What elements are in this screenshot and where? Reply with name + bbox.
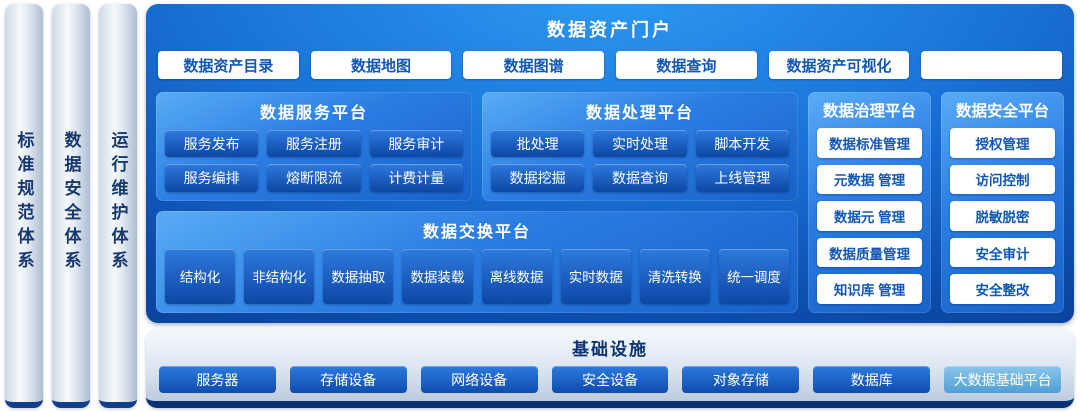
portal-button-catalog[interactable]: 数据资产目录 [158,51,299,79]
exchange-platform-title: 数据交换平台 [422,223,531,241]
service-button-billing[interactable]: 计费计量 [369,164,463,192]
pillar-operations: 运行维护体系 [99,4,137,408]
processing-button-mining[interactable]: 数据挖掘 [491,164,585,192]
processing-button-script-dev[interactable]: 脚本开发 [695,130,789,158]
processing-button-batch[interactable]: 批处理 [491,130,585,158]
exchange-button-row: 结构化 非结构化 数据抽取 数据装载 离线数据 实时数据 清洗转换 统一调度 [165,248,789,304]
infra-button-object-storage[interactable]: 对象存储 [682,366,800,393]
processing-button-query[interactable]: 数据查询 [593,164,687,192]
security-platform-title: 数据安全平台 [955,103,1049,120]
infra-button-network[interactable]: 网络设备 [420,366,538,393]
pillar-security: 数据安全体系 [52,4,90,408]
infrastructure-panel: 基础设施 服务器 存储设备 网络设备 安全设备 对象存储 数据库 大数据基础平台 [146,330,1074,408]
exchange-button-realtime[interactable]: 实时数据 [560,248,631,304]
governance-button-knowledge-base[interactable]: 知识库 管理 [817,274,922,304]
infra-button-security-device[interactable]: 安全设备 [551,366,669,393]
processing-button-launch-mgmt[interactable]: 上线管理 [695,164,789,192]
governance-button-standards[interactable]: 数据标准管理 [817,128,922,158]
portal-button-visualization[interactable]: 数据资产可视化 [768,51,910,79]
infrastructure-title: 基础设施 [572,340,648,359]
main-column: 数据资产门户 数据资产目录 数据地图 数据图谱 数据查询 数据资产可视化 数据服… [146,4,1074,408]
portal-button-data-map[interactable]: 数据地图 [310,51,452,79]
infra-button-database[interactable]: 数据库 [813,366,931,393]
exchange-button-structured[interactable]: 结构化 [165,248,236,304]
pillar-security-label: 数据安全体系 [61,131,81,275]
portal-button-row: 数据资产目录 数据地图 数据图谱 数据查询 数据资产可视化 [158,51,1063,79]
exchange-platform-panel: 数据交换平台 结构化 非结构化 数据抽取 数据装载 离线数据 实时数据 清洗转换… [156,210,798,313]
data-platform-panel: 数据资产门户 数据资产目录 数据地图 数据图谱 数据查询 数据资产可视化 数据服… [146,4,1074,323]
processing-platform-panel: 数据处理平台 批处理 实时处理 脚本开发 数据挖掘 数据查询 上线管理 [482,92,798,201]
service-button-orchestration[interactable]: 服务编排 [165,164,259,192]
service-button-audit[interactable]: 服务审计 [369,130,463,158]
infra-button-storage[interactable]: 存储设备 [289,366,407,393]
top-panel-row: 数据服务平台 服务发布 服务注册 服务审计 服务编排 熔断限流 计费计量 [156,92,798,201]
security-button-masking[interactable]: 脱敏脱密 [950,201,1055,231]
portal-button-empty[interactable] [921,51,1063,79]
service-platform-title: 数据服务平台 [259,105,368,122]
pillar-standards-label: 标准规范体系 [14,131,34,275]
service-button-register[interactable]: 服务注册 [267,130,361,158]
exchange-button-extract[interactable]: 数据抽取 [323,248,394,304]
exchange-button-load[interactable]: 数据装载 [402,248,473,304]
governance-button-metadata[interactable]: 元数据 管理 [817,164,922,195]
security-button-access-control[interactable]: 访问控制 [950,164,1055,195]
security-platform-panel: 数据安全平台 授权管理 访问控制 脱敏脱密 安全审计 安全整改 [941,92,1064,313]
processing-button-row: 数据挖掘 数据查询 上线管理 [491,164,789,192]
exchange-button-scheduling[interactable]: 统一调度 [718,248,789,304]
security-button-audit[interactable]: 安全审计 [950,237,1055,268]
exchange-button-offline[interactable]: 离线数据 [481,248,552,304]
infra-button-server[interactable]: 服务器 [159,366,276,393]
service-platform-panel: 数据服务平台 服务发布 服务注册 服务审计 服务编排 熔断限流 计费计量 [156,92,472,201]
pillar-standards: 标准规范体系 [5,4,43,408]
processing-button-row: 批处理 实时处理 脚本开发 [491,130,789,158]
governance-button-data-element[interactable]: 数据元 管理 [817,201,922,231]
portal-title: 数据资产门户 [547,20,673,40]
pillar-operations-label: 运行维护体系 [108,131,128,275]
exchange-button-cleansing[interactable]: 清洗转换 [639,248,710,304]
portal-button-data-graph[interactable]: 数据图谱 [463,51,605,79]
security-button-authorization[interactable]: 授权管理 [950,128,1055,158]
security-button-rectification[interactable]: 安全整改 [950,274,1055,304]
processing-button-realtime[interactable]: 实时处理 [593,130,687,158]
service-button-publish[interactable]: 服务发布 [165,130,259,158]
processing-platform-title: 数据处理平台 [585,105,694,122]
middle-section: 数据服务平台 服务发布 服务注册 服务审计 服务编排 熔断限流 计费计量 [156,92,1064,313]
infra-button-bigdata-platform[interactable]: 大数据基础平台 [944,366,1062,393]
service-button-row: 服务发布 服务注册 服务审计 [165,130,463,158]
service-button-rate-limit[interactable]: 熔断限流 [267,164,361,192]
governance-platform-panel: 数据治理平台 数据标准管理 元数据 管理 数据元 管理 数据质量管理 知识库 管… [808,92,931,313]
left-stack: 数据服务平台 服务发布 服务注册 服务审计 服务编排 熔断限流 计费计量 [156,92,798,313]
service-button-row: 服务编排 熔断限流 计费计量 [165,164,463,192]
governance-button-quality[interactable]: 数据质量管理 [817,237,922,268]
portal-button-data-query[interactable]: 数据查询 [616,51,757,79]
governance-platform-title: 数据治理平台 [822,103,916,120]
exchange-button-unstructured[interactable]: 非结构化 [244,248,315,304]
infrastructure-button-row: 服务器 存储设备 网络设备 安全设备 对象存储 数据库 大数据基础平台 [159,366,1062,393]
